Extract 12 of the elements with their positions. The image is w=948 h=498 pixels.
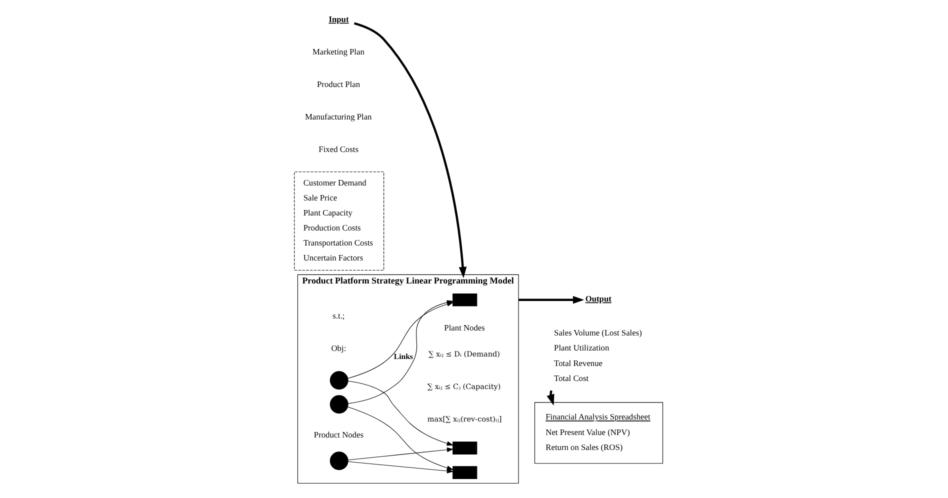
label: Fixed Costs bbox=[318, 145, 358, 154]
label: Marketing Plan bbox=[312, 48, 364, 57]
label: Obj: bbox=[331, 344, 346, 354]
label: Product Nodes bbox=[314, 430, 364, 440]
label: Product Plan bbox=[317, 80, 360, 90]
node-text: Input bbox=[328, 14, 349, 24]
edge-label: Links bbox=[394, 352, 413, 362]
label: s.t.; bbox=[332, 312, 345, 321]
label: Plant Nodes bbox=[444, 323, 485, 332]
node-text: Sales Volume (Lost Sales) Plant Utilization Total Revenue Total Cost bbox=[554, 328, 642, 383]
node-text: Output bbox=[585, 294, 612, 304]
label: Manufacturing Plan bbox=[304, 112, 372, 122]
